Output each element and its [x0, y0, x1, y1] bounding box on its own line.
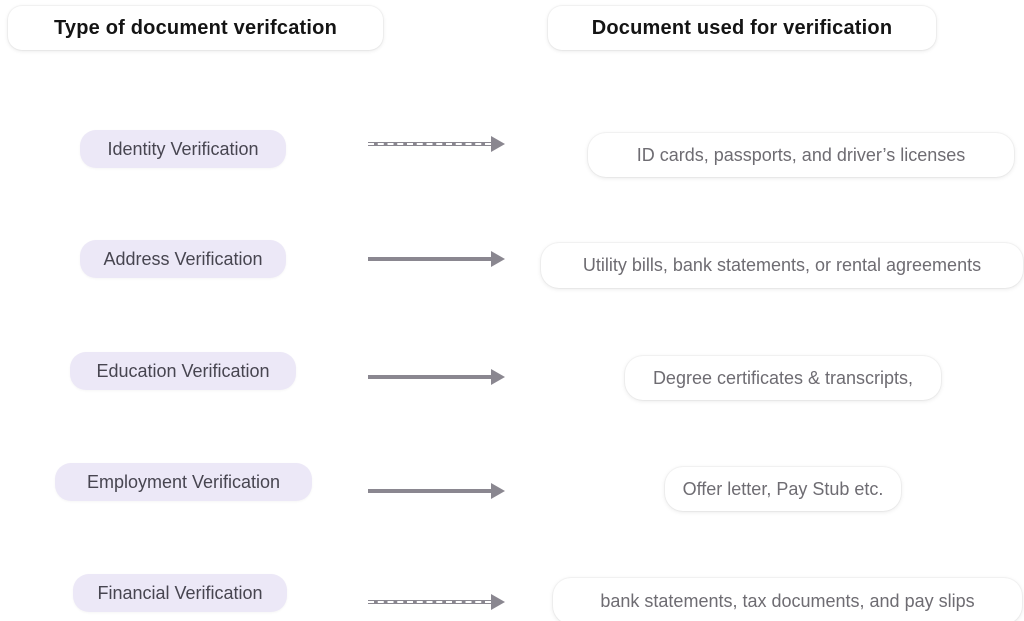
arrow-shaft: [368, 142, 491, 146]
type-pill-education: Education Verification: [70, 352, 296, 390]
arrow-right-icon: [368, 594, 505, 610]
arrow-right-icon: [368, 251, 505, 267]
document-box-education: Degree certificates & transcripts,: [625, 356, 941, 400]
column-header-documents: Document used for verification: [548, 6, 936, 50]
arrow-head-icon: [491, 369, 505, 385]
arrow-head-icon: [491, 594, 505, 610]
type-pill-financial: Financial Verification: [73, 574, 287, 612]
type-pill-address: Address Verification: [80, 240, 286, 278]
arrow-shaft: [368, 600, 491, 604]
arrow-shaft: [368, 489, 491, 493]
arrow-head-icon: [491, 136, 505, 152]
arrow-shaft: [368, 375, 491, 379]
arrow-right-icon: [368, 483, 505, 499]
arrow-right-icon: [368, 369, 505, 385]
arrow-head-icon: [491, 483, 505, 499]
type-pill-employment: Employment Verification: [55, 463, 312, 501]
document-box-employment: Offer letter, Pay Stub etc.: [665, 467, 901, 511]
document-box-identity: ID cards, passports, and driver’s licens…: [588, 133, 1014, 177]
type-pill-identity: Identity Verification: [80, 130, 286, 168]
document-box-address: Utility bills, bank statements, or renta…: [541, 243, 1023, 288]
document-box-financial: bank statements, tax documents, and pay …: [553, 578, 1022, 621]
arrow-right-icon: [368, 136, 505, 152]
arrow-head-icon: [491, 251, 505, 267]
arrow-shaft: [368, 257, 491, 261]
column-header-types: Type of document verifcation: [8, 6, 383, 50]
